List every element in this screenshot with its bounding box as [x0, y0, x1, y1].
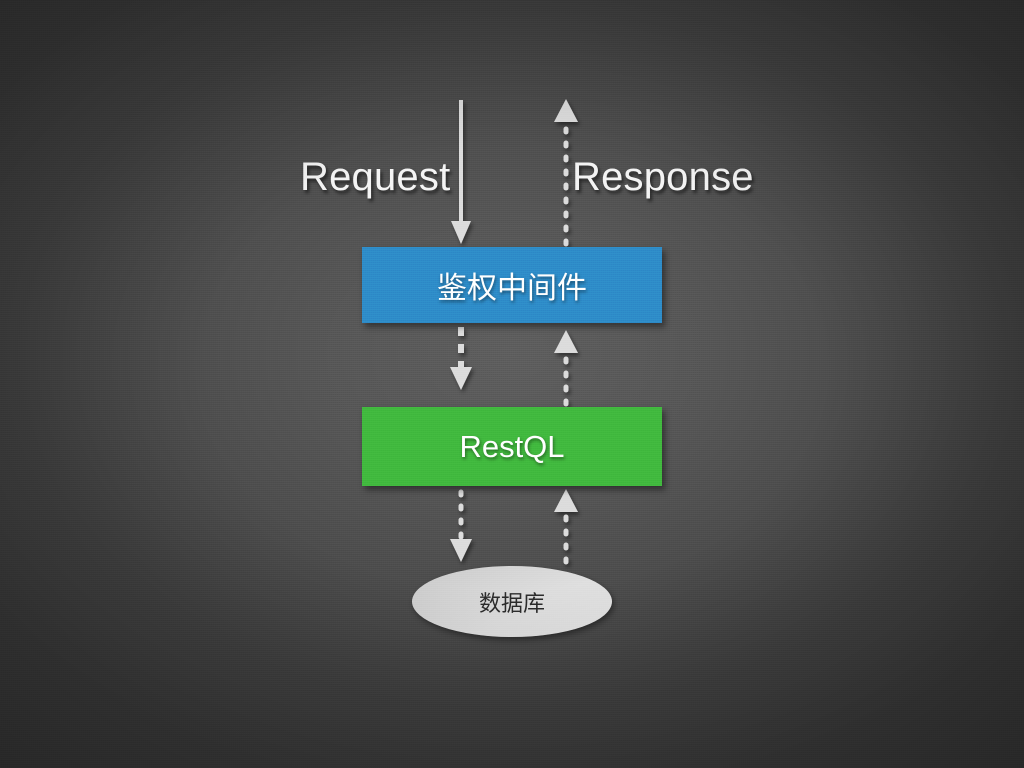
- connector-restql-to-db: [450, 489, 472, 562]
- node-restql[interactable]: RestQL: [362, 407, 662, 486]
- node-database[interactable]: 数据库: [412, 566, 612, 637]
- connector-auth-to-restql: [450, 327, 472, 390]
- label-response: Response: [572, 155, 754, 199]
- connector-response-out: [554, 99, 578, 247]
- connector-restql-to-auth: [554, 330, 578, 407]
- label-request: Request: [300, 155, 451, 199]
- node-database-label: 数据库: [478, 590, 545, 616]
- connector-db-to-restql: [554, 489, 578, 565]
- node-auth-middleware-label: 鉴权中间件: [437, 272, 587, 305]
- connector-request-in: [451, 100, 471, 244]
- node-restql-label: RestQL: [459, 428, 565, 464]
- node-auth-middleware[interactable]: 鉴权中间件: [362, 247, 662, 323]
